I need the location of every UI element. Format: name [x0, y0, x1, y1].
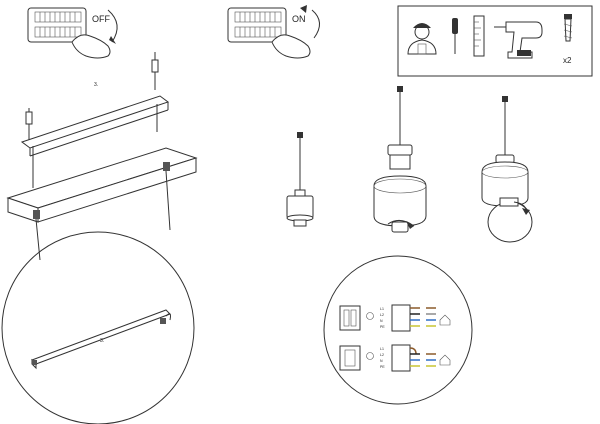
screwdriver-icon — [452, 18, 458, 54]
supply-terminal-l1-b: L1 — [380, 347, 384, 351]
required-tools-box: x2 — [397, 5, 593, 77]
supply-terminal-n-b: N — [380, 359, 383, 363]
ruler-icon — [473, 15, 485, 57]
supply-terminal-pe-b: PE — [380, 365, 385, 369]
supply-terminal-n: N — [380, 319, 383, 323]
rotate-arrow-off — [107, 9, 118, 43]
supply-terminal-l1: L1 — [380, 307, 384, 311]
switch-on-step: ON — [227, 5, 320, 59]
step-marker-large: 3. — [100, 338, 104, 344]
hand-on-icon — [271, 34, 311, 59]
fuse-panel-on — [227, 7, 287, 43]
light-bulb-icon — [487, 197, 533, 243]
installer-icon — [407, 23, 437, 55]
pendant-step-2 — [373, 86, 427, 233]
mounting-bracket — [20, 95, 170, 188]
supply-terminal-l2: L2 — [380, 313, 384, 317]
mounting-screws — [25, 52, 159, 140]
supply-terminal-l2-b: L2 — [380, 353, 384, 357]
wall-plug-quantity: x2 — [563, 56, 572, 65]
double-switch-diagram: L1 L2 N PE — [339, 304, 451, 332]
supply-terminal-pe: PE — [380, 325, 385, 329]
house-icon-b — [439, 354, 451, 366]
single-switch-diagram: L1 L2 N PE — [339, 344, 451, 372]
switch-off-step: OFF — [27, 7, 118, 59]
canopy-detail-circle: 3. — [1, 231, 195, 424]
house-icon — [439, 314, 451, 326]
off-label: OFF — [92, 14, 110, 24]
drill-icon — [494, 21, 543, 59]
hand-off-icon — [71, 34, 111, 59]
wiring-detail-circle: L1 L2 N PE L1 L2 N PE — [323, 255, 473, 405]
rotate-arrow-on — [311, 9, 320, 39]
fuse-panel-off — [27, 7, 87, 43]
mounting-bracket-step: 3. — [6, 52, 198, 261]
pendant-step-3 — [481, 96, 533, 243]
rotate-arrow-shade — [387, 220, 415, 227]
pendant-step-1 — [286, 132, 314, 227]
step-marker-small: 3. — [94, 82, 98, 88]
ceiling-canopy — [6, 147, 198, 261]
on-label: ON — [292, 14, 306, 24]
wall-plug-icon — [563, 14, 573, 42]
